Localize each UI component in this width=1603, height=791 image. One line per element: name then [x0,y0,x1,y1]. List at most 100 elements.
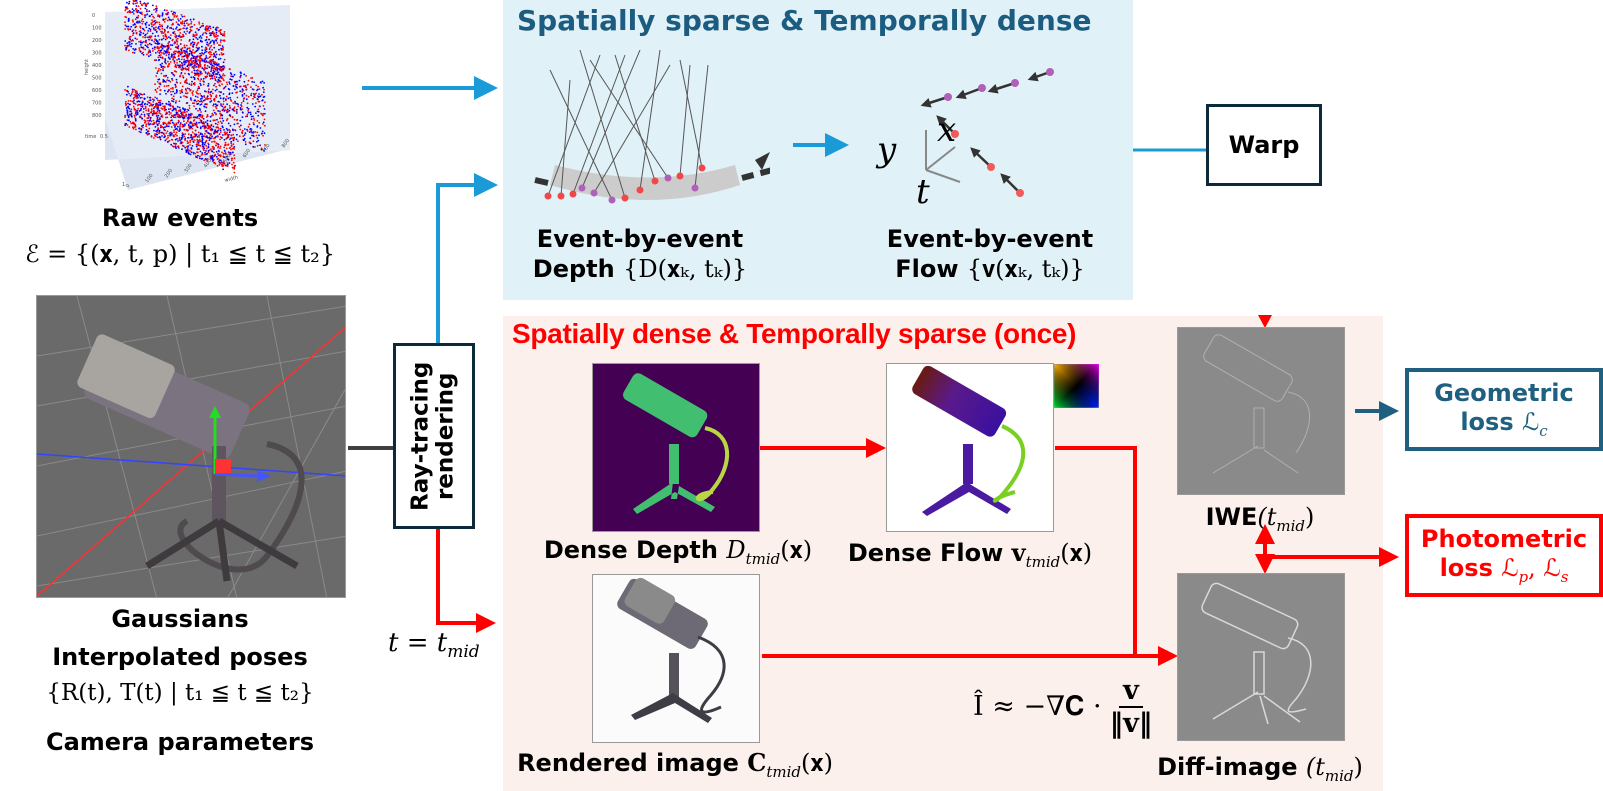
event-point [202,77,205,80]
event-point [247,108,250,110]
event-point [159,82,162,84]
event-point [195,100,198,103]
event-point [174,116,177,119]
event-point [193,105,195,107]
event-point [146,100,149,103]
depth-ray [694,64,709,189]
event-point [208,72,211,75]
event-point [189,97,192,100]
ray-tracing-rendering-box[interactable]: Ray-tracing rendering [393,343,475,529]
y-axis-label: height [84,59,90,75]
trajectory-arrow-head [755,152,770,170]
event-point [204,71,207,73]
event-point [166,13,169,16]
event-point [174,101,177,104]
event-point [199,150,202,153]
event-point [215,31,218,34]
event-point [175,100,177,102]
event-point [158,100,161,102]
event-point [162,18,165,21]
event-point [208,29,211,32]
event-point [226,162,229,165]
event-point [185,78,188,81]
event-point [226,158,229,161]
event-point [206,36,208,39]
event-point [179,127,181,130]
geometric-loss-box[interactable]: Geometric loss ℒc [1405,368,1603,451]
event-point [196,92,198,95]
event-point [171,97,173,100]
event-point [146,13,149,16]
event-point [199,113,202,116]
event-point [219,117,221,120]
event-point [157,15,159,18]
event-point [144,44,147,47]
event-point [200,103,203,105]
event-dot [608,196,616,204]
rendered-mic-grille [624,577,676,624]
event-point [136,92,139,95]
event-point [134,91,137,94]
event-point [160,66,163,68]
warp-box[interactable]: Warp [1206,104,1322,186]
event-point [203,105,206,108]
event-point [194,58,197,60]
event-point [135,10,138,13]
event-point [168,89,170,91]
event-point [224,85,227,88]
event-point [199,80,202,82]
event-point [152,15,154,18]
event-point [157,69,160,72]
event-point [231,166,234,169]
event-point [127,85,129,88]
event-point [167,84,170,87]
event-point [222,120,225,122]
event-point [236,108,238,111]
event-point [161,108,164,110]
event-point [192,60,195,62]
event-point [167,42,170,45]
event-point [209,93,212,96]
event-point [199,92,202,95]
event-point [200,140,202,143]
event-point [215,142,218,145]
event-point [217,26,219,29]
event-point [252,97,254,100]
event-point [246,83,249,86]
event-point [171,145,174,148]
event-point [159,138,162,141]
event-point [154,35,157,38]
event-point [201,135,203,138]
event-point [158,23,161,26]
event-point [239,119,242,122]
event-point [225,164,228,167]
photometric-loss-box[interactable]: Photometric loss ℒp, ℒs [1405,514,1603,597]
event-point [153,137,155,139]
event-point [193,139,196,142]
event-point [161,27,164,30]
event-point [184,24,186,27]
x-axis-label: width [224,175,239,184]
event-point [178,106,181,109]
event-point [252,130,255,133]
event-point [213,41,215,44]
event-point [202,135,205,138]
plot-floor [105,118,290,190]
event-point [197,70,199,72]
event-point [164,139,167,142]
event-point [220,33,223,36]
event-point [191,113,193,115]
event-point [218,67,221,70]
iwe-caption-word: IWE [1205,503,1258,531]
event-point [177,18,179,20]
event-point [198,134,200,137]
event-point [205,150,207,152]
event-point [164,29,166,32]
event-point [209,75,212,78]
event-point [156,136,159,139]
event-point [141,22,144,25]
event-point [206,28,209,30]
event-point [189,127,191,130]
event-point [247,111,250,114]
time-tick-0: 0.5 [100,134,108,140]
